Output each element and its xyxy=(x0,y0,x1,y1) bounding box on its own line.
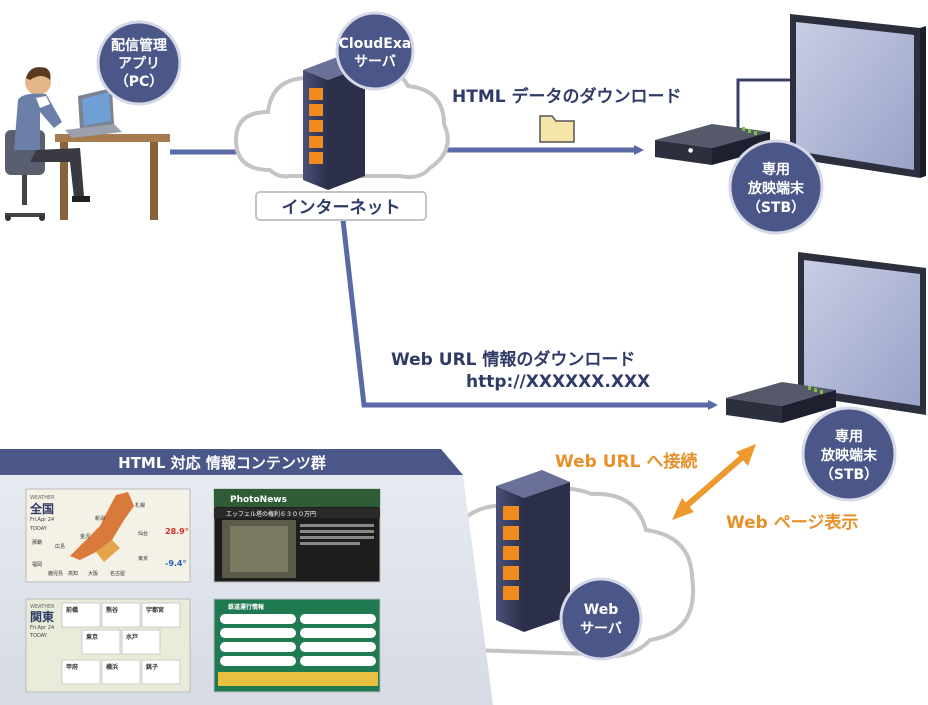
wj-city-8: 大阪 xyxy=(88,570,98,577)
wk-city-5: 水戸 xyxy=(126,633,138,641)
server-drive-bays xyxy=(309,88,323,164)
ti-title: 鉄道運行情報 xyxy=(228,603,265,611)
wk-city-2: 熊谷 xyxy=(106,606,119,614)
wj-date: Fri.Apr 24 xyxy=(30,517,54,523)
web-server-label-2: サーバ xyxy=(580,621,622,637)
cloudexa-label-1: CloudExa xyxy=(339,36,412,52)
display-bottom xyxy=(798,252,926,415)
thumb-weather-japan: WEATHER 全国 Fri.Apr 24 TODAY 札幌 新潟 仙台 東京 … xyxy=(25,488,191,583)
wk-city-7: 横浜 xyxy=(106,663,118,671)
wj-region: 全国 xyxy=(29,501,54,516)
wk-today: TODAY xyxy=(29,633,48,639)
url-example-label: http://XXXXXX.XXX xyxy=(466,372,650,392)
wj-city-2: 新潟 xyxy=(95,515,105,522)
admin-app-label-1: 配信管理 xyxy=(111,37,167,54)
pn-brand: PhotoNews xyxy=(230,495,287,505)
wj-temp-high: 28.9° xyxy=(165,527,189,536)
stb-bottom-circle: 専用 放映端末 （STB） xyxy=(801,406,897,502)
pn-headline: エッフェル塔の権利６３００万円 xyxy=(226,510,316,518)
wj-city-10: 鹿児島 xyxy=(48,570,63,577)
admin-app-circle: 配信管理 アプリ （PC） xyxy=(96,20,182,106)
wj-city-9: 高知 xyxy=(68,570,78,577)
stb-bottom-label-3: （STB） xyxy=(820,467,878,483)
display-top xyxy=(790,14,926,178)
wk-brand: WEATHER xyxy=(30,604,55,610)
folder-icon xyxy=(539,115,575,143)
web-connection-arrow xyxy=(672,444,756,520)
wj-city-12: 那覇 xyxy=(32,539,42,546)
web-connect-label: Web URL へ接続 xyxy=(555,451,697,472)
admin-app-label-2: アプリ xyxy=(118,56,160,72)
office-worker-illustration xyxy=(5,67,170,221)
wj-today: TODAY xyxy=(29,526,48,532)
wj-brand: WEATHER xyxy=(30,495,55,501)
web-server-label-1: Web xyxy=(584,602,618,618)
wk-region: 関東 xyxy=(30,609,54,624)
web-server-circle: Web サーバ xyxy=(559,577,643,661)
thumb-photonews: PhotoNews エッフェル塔の権利６３００万円 xyxy=(213,488,381,583)
stb-top-circle: 専用 放映端末 （STB） xyxy=(728,139,824,235)
url-download-arrow xyxy=(340,219,718,410)
wj-city-1: 札幌 xyxy=(135,502,145,509)
wj-city-11: 福岡 xyxy=(32,561,42,568)
stb-top-cable xyxy=(736,78,795,128)
wk-city-3: 宇都宮 xyxy=(146,606,164,614)
thumb-train-info: 鉄道運行情報 xyxy=(213,598,381,693)
stb-top-logo: ● xyxy=(688,147,693,154)
contents-title: HTML 対応 情報コンテンツ群 xyxy=(118,454,326,472)
wj-city-7: 名古屋 xyxy=(110,570,125,577)
cloudexa-server-icon xyxy=(303,56,365,190)
stb-top-label-1: 専用 xyxy=(762,161,790,178)
stb-bottom-label-1: 専用 xyxy=(835,428,863,445)
url-download-label: Web URL 情報のダウンロード xyxy=(391,349,635,370)
cloudexa-label-2: サーバ xyxy=(354,54,396,70)
internet-label-box: インターネット xyxy=(255,191,427,221)
web-display-label: Web ページ表示 xyxy=(726,512,858,533)
web-server-icon xyxy=(496,470,570,632)
stb-top-device: ● xyxy=(655,124,770,165)
wj-city-4: 東京 xyxy=(138,555,148,562)
wk-city-8: 銚子 xyxy=(146,663,158,671)
stb-bottom-device xyxy=(726,382,836,423)
html-download-label: HTML データのダウンロード xyxy=(452,86,682,107)
admin-app-label-3: （PC） xyxy=(115,74,164,90)
internet-label: インターネット xyxy=(282,198,401,218)
wk-city-6: 甲府 xyxy=(66,663,78,671)
thumb-weather-kanto: WEATHER 関東 Fri.Apr 24 TODAY 前橋 熊谷 宇都宮 東京… xyxy=(25,598,191,693)
stb-bottom-label-2: 放映端末 xyxy=(820,447,878,464)
stb-top-label-3: （STB） xyxy=(747,200,805,216)
stb-top-label-2: 放映端末 xyxy=(747,180,805,197)
wj-temp-low: -9.4° xyxy=(165,559,187,568)
wk-date: Fri.Apr 24 xyxy=(30,625,54,631)
wk-city-4: 東京 xyxy=(86,633,98,641)
wk-city-1: 前橋 xyxy=(66,606,79,614)
cloudexa-circle: CloudExa サーバ xyxy=(335,11,415,91)
wj-city-5: 金沢 xyxy=(80,533,90,540)
wj-city-6: 広島 xyxy=(55,543,65,550)
wj-city-3: 仙台 xyxy=(138,530,148,537)
